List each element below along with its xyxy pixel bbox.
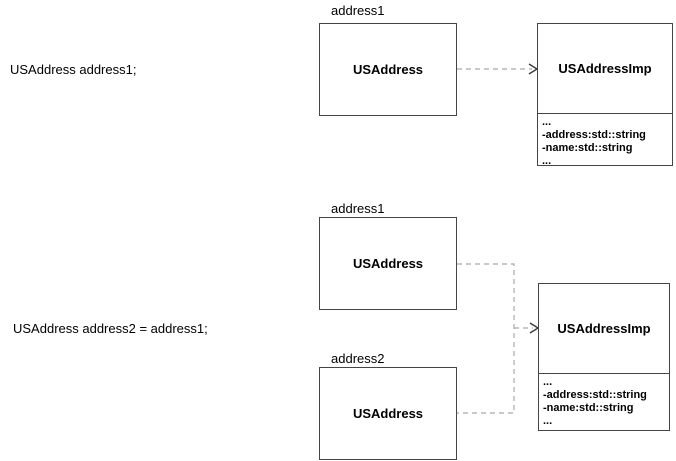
class-name-title: USAddressImp — [538, 24, 672, 114]
attributes-compartment: ... -address:std::string -name:std::stri… — [538, 114, 672, 166]
object-class-name: USAddress — [352, 406, 424, 421]
code-statement-2: USAddress address2 = address1; — [13, 321, 208, 336]
attributes-compartment: ... -address:std::string -name:std::stri… — [539, 374, 669, 430]
attribute-line: ... — [542, 155, 552, 166]
attribute-line: -address:std::string — [542, 129, 646, 141]
shared-pointer-line-bottom — [457, 263, 515, 414]
object-label-address1-bottom: address1 — [331, 201, 385, 216]
class-box-usaddressimp-bottom: USAddressImp ... -address:std::string -n… — [538, 283, 670, 431]
attribute-line: ... — [543, 415, 553, 427]
object-box-address2-bottom: USAddress — [319, 367, 457, 460]
object-box-address1-bottom: USAddress — [319, 217, 457, 310]
class-box-usaddressimp-top: USAddressImp ... -address:std::string -n… — [537, 23, 673, 166]
object-class-name: USAddress — [352, 256, 424, 271]
arrowhead-icon-bottom — [529, 322, 540, 334]
attribute-line: -name:std::string — [542, 142, 633, 154]
attribute-line: -name:std::string — [543, 402, 634, 414]
class-name-title: USAddressImp — [539, 284, 669, 374]
attribute-line: ... — [543, 376, 553, 388]
attribute-line: ... — [542, 116, 552, 128]
object-class-name: USAddress — [352, 62, 424, 77]
object-box-address1-top: USAddress — [319, 23, 457, 116]
attribute-line: -address:std::string — [543, 389, 647, 401]
code-statement-1: USAddress address1; — [10, 62, 137, 77]
object-label-address2-bottom: address2 — [331, 351, 385, 366]
object-label-address1-top: address1 — [331, 3, 385, 18]
